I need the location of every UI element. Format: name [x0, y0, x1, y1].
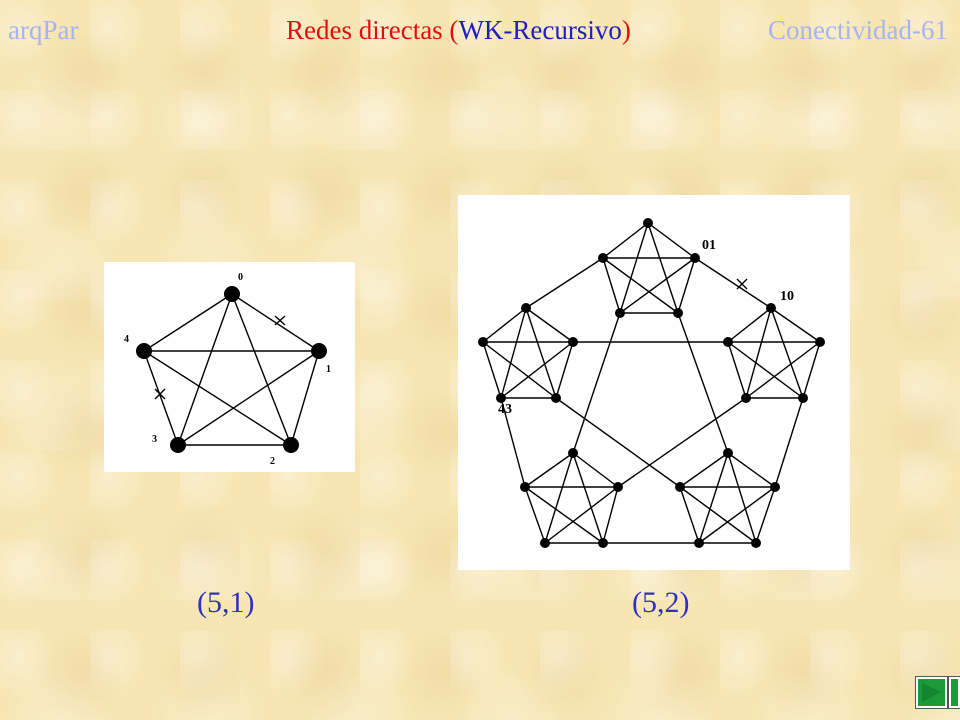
cluster-edge	[482, 341, 502, 399]
cluster-edge	[525, 307, 557, 399]
inter-cluster-edge	[525, 257, 604, 309]
inter-cluster-edge	[694, 257, 772, 309]
cluster-edge	[698, 486, 776, 544]
cluster-edge	[745, 341, 821, 399]
inter-cluster-edge	[617, 397, 747, 488]
network-node	[766, 303, 776, 313]
slide-title-prefix: Redes directas (	[286, 15, 459, 45]
network-node	[675, 482, 685, 492]
inter-cluster-edge	[677, 312, 729, 454]
cluster-edge	[727, 341, 804, 399]
node-label-3: 3	[152, 434, 157, 445]
cluster-edge	[727, 452, 776, 488]
left-arrow-icon	[922, 683, 941, 702]
course-title: arqPar	[8, 15, 79, 45]
network-node	[723, 448, 733, 458]
cluster-edge	[602, 257, 621, 314]
cluster-edge	[727, 452, 757, 544]
cluster-edge	[745, 307, 772, 399]
cluster-edge	[500, 307, 527, 399]
cluster-edge	[677, 257, 696, 314]
cluster-edge	[727, 307, 772, 343]
wk-recursive-5-2-diagram: 01 10 43	[458, 195, 850, 570]
cluster-edge	[524, 452, 574, 488]
cluster-edge	[544, 486, 619, 544]
node-label-1: 1	[326, 364, 331, 375]
slide-number: Conectividad-61	[768, 15, 948, 45]
network-node	[551, 393, 561, 403]
wk-recursive-5-1-diagram: 0 1 2 3 4	[104, 262, 355, 472]
cluster-edge	[500, 341, 574, 399]
cluster-edge	[572, 452, 619, 488]
slide-title-suffix: )	[621, 15, 631, 45]
network-node	[478, 337, 488, 347]
label-43: 43	[498, 402, 512, 417]
network-node	[741, 393, 751, 403]
network-node	[615, 308, 625, 318]
inter-cluster-edge	[555, 397, 681, 488]
network-node	[598, 538, 608, 548]
cluster-edge	[555, 341, 574, 399]
network-node	[496, 393, 506, 403]
inter-cluster-edge	[500, 397, 526, 488]
slide-header: arqPar Redes directas (WK-Recursivo) Con…	[0, 10, 960, 50]
cluster-edge	[679, 486, 757, 544]
cluster-edge	[802, 341, 821, 399]
caption-5-1: (5,1)	[197, 586, 255, 619]
network-node	[520, 482, 530, 492]
inter-cluster-edge	[774, 397, 804, 488]
cluster-edge	[524, 486, 546, 544]
network-node	[613, 482, 623, 492]
cluster-edge	[482, 307, 527, 343]
network-node	[598, 253, 608, 263]
cluster-edge	[602, 257, 679, 314]
cluster-edge	[679, 452, 729, 488]
slide-title-topology: WK-Recursivo	[458, 15, 622, 45]
network-node	[540, 538, 550, 548]
cluster-edge	[770, 307, 821, 343]
cluster-edge	[727, 341, 747, 399]
cluster-edge	[572, 452, 604, 544]
network-node	[815, 337, 825, 347]
node-label-0: 0	[238, 272, 243, 283]
cluster-edge	[482, 341, 557, 399]
cluster-edge	[698, 452, 729, 544]
cluster-edge	[647, 222, 679, 314]
slide-title: Redes directas (WK-Recursivo)	[286, 10, 631, 50]
network-node	[568, 337, 578, 347]
network-node	[798, 393, 808, 403]
network-node	[770, 482, 780, 492]
cluster-edge	[544, 452, 574, 544]
cluster-edge	[524, 486, 604, 544]
node-label-2: 2	[270, 456, 275, 467]
cluster-edge	[770, 307, 804, 399]
network-node	[643, 218, 653, 228]
network-node	[694, 538, 704, 548]
cluster-edge	[619, 257, 696, 314]
cluster-edge	[602, 222, 649, 259]
network-node	[673, 308, 683, 318]
cluster-edge	[525, 307, 574, 343]
network-node	[751, 538, 761, 548]
cluster-edge	[647, 222, 696, 259]
network-node	[521, 303, 531, 313]
network-node	[723, 337, 733, 347]
caption-5-2: (5,2)	[632, 586, 690, 619]
label-10: 10	[780, 289, 794, 304]
next-slide-button[interactable]	[948, 676, 960, 709]
cluster-edge	[619, 222, 649, 314]
network-node	[690, 253, 700, 263]
label-01: 01	[702, 238, 716, 253]
cluster-edge	[755, 486, 776, 544]
cluster-edge	[602, 486, 619, 544]
cluster-edge	[679, 486, 700, 544]
previous-slide-button[interactable]	[915, 676, 948, 709]
node-label-4: 4	[124, 334, 129, 345]
inter-cluster-edge	[572, 312, 621, 454]
network-node	[568, 448, 578, 458]
